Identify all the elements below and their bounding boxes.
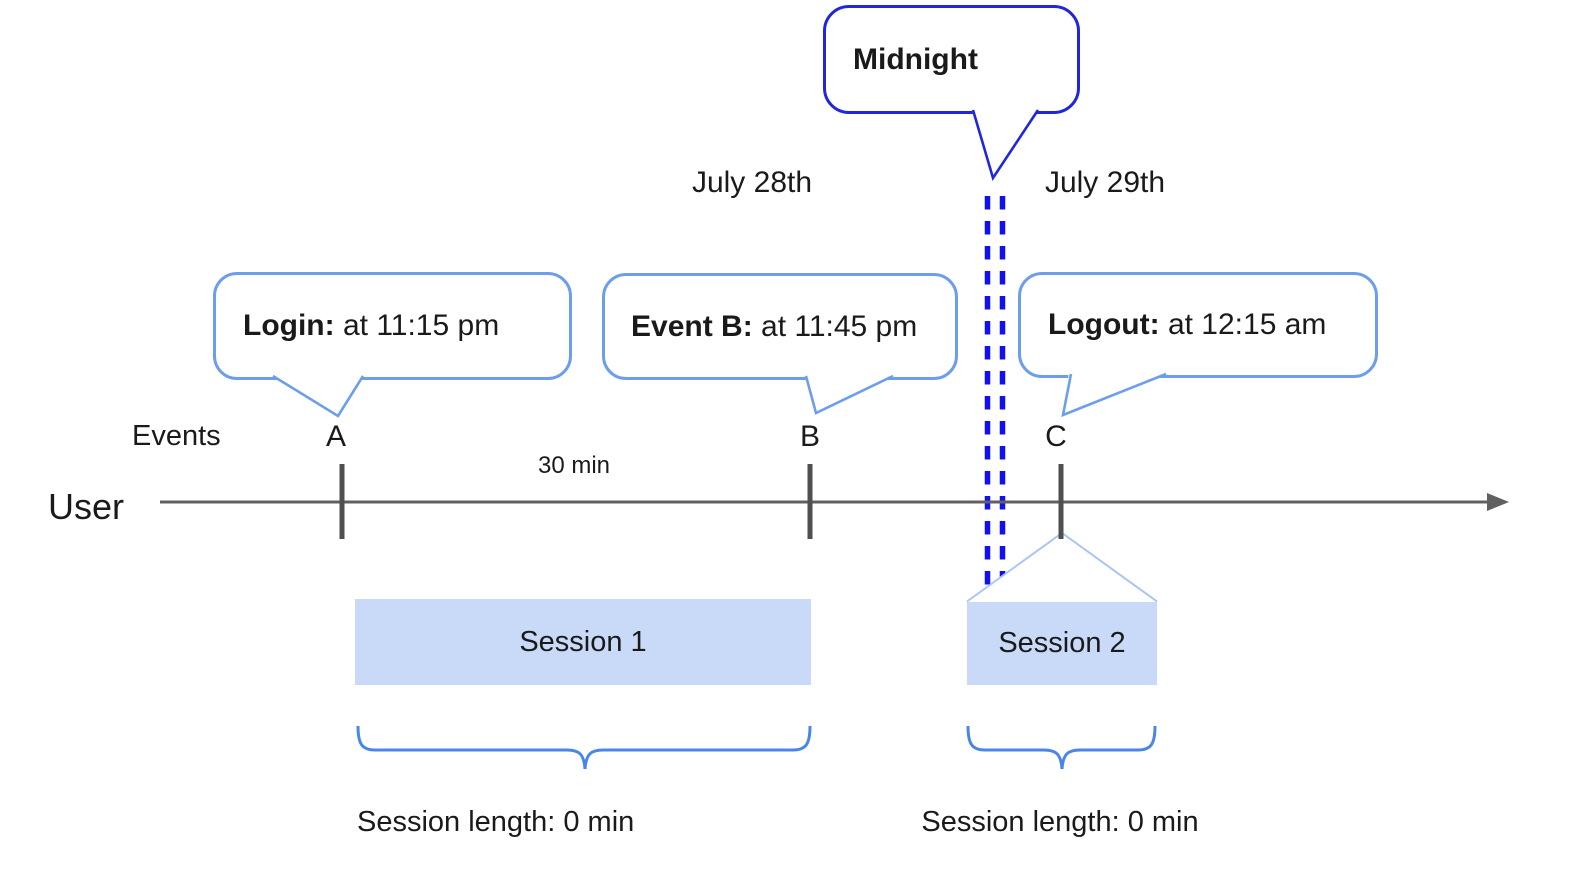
midnight-dashed-line	[984, 196, 1006, 590]
login-callout-tail	[271, 374, 365, 418]
event-mark-a: A	[325, 420, 346, 453]
midnight-callout-label: Midnight	[853, 42, 978, 76]
session-2-length-label: Session length: 0 min	[921, 806, 1199, 838]
logout-callout-time: at 12:15 am	[1159, 308, 1327, 341]
timeline-arrowhead	[1487, 493, 1509, 511]
session-1-box: Session 1	[355, 599, 811, 685]
date-label-july-29: July 29th	[1044, 166, 1166, 199]
events-axis-label: Events	[132, 420, 221, 452]
event-mark-b: B	[799, 420, 820, 453]
session-2-roof-connector	[966, 531, 1158, 603]
login-callout: Login: at 11:15 pm	[213, 272, 572, 380]
session-1-label: Session 1	[519, 625, 647, 658]
session-1-length-label: Session length: 0 min	[357, 806, 635, 838]
logout-callout-tail	[1061, 372, 1168, 418]
interval-label-30min: 30 min	[537, 452, 611, 479]
event-b-callout-time: at 11:45 pm	[752, 309, 918, 343]
session-1-brace	[356, 725, 812, 770]
event-b-callout-title: Event B:	[631, 309, 753, 343]
session-2-label: Session 2	[998, 626, 1126, 659]
event-mark-c: C	[1045, 420, 1067, 453]
login-callout-title: Login:	[243, 309, 335, 342]
user-axis-label: User	[48, 486, 125, 527]
timeline-arrow	[160, 493, 1509, 511]
logout-callout: Logout: at 12:15 am	[1018, 272, 1378, 378]
session-2-box: Session 2	[967, 601, 1157, 685]
event-ticks	[339, 464, 1064, 539]
event-b-callout: Event B: at 11:45 pm	[602, 273, 958, 380]
login-callout-time: at 11:15 pm	[334, 309, 500, 342]
session-2-brace	[966, 725, 1157, 770]
logout-callout-title: Logout:	[1048, 308, 1160, 341]
date-label-july-28: July 28th	[691, 166, 813, 199]
midnight-callout: Midnight	[823, 5, 1080, 114]
